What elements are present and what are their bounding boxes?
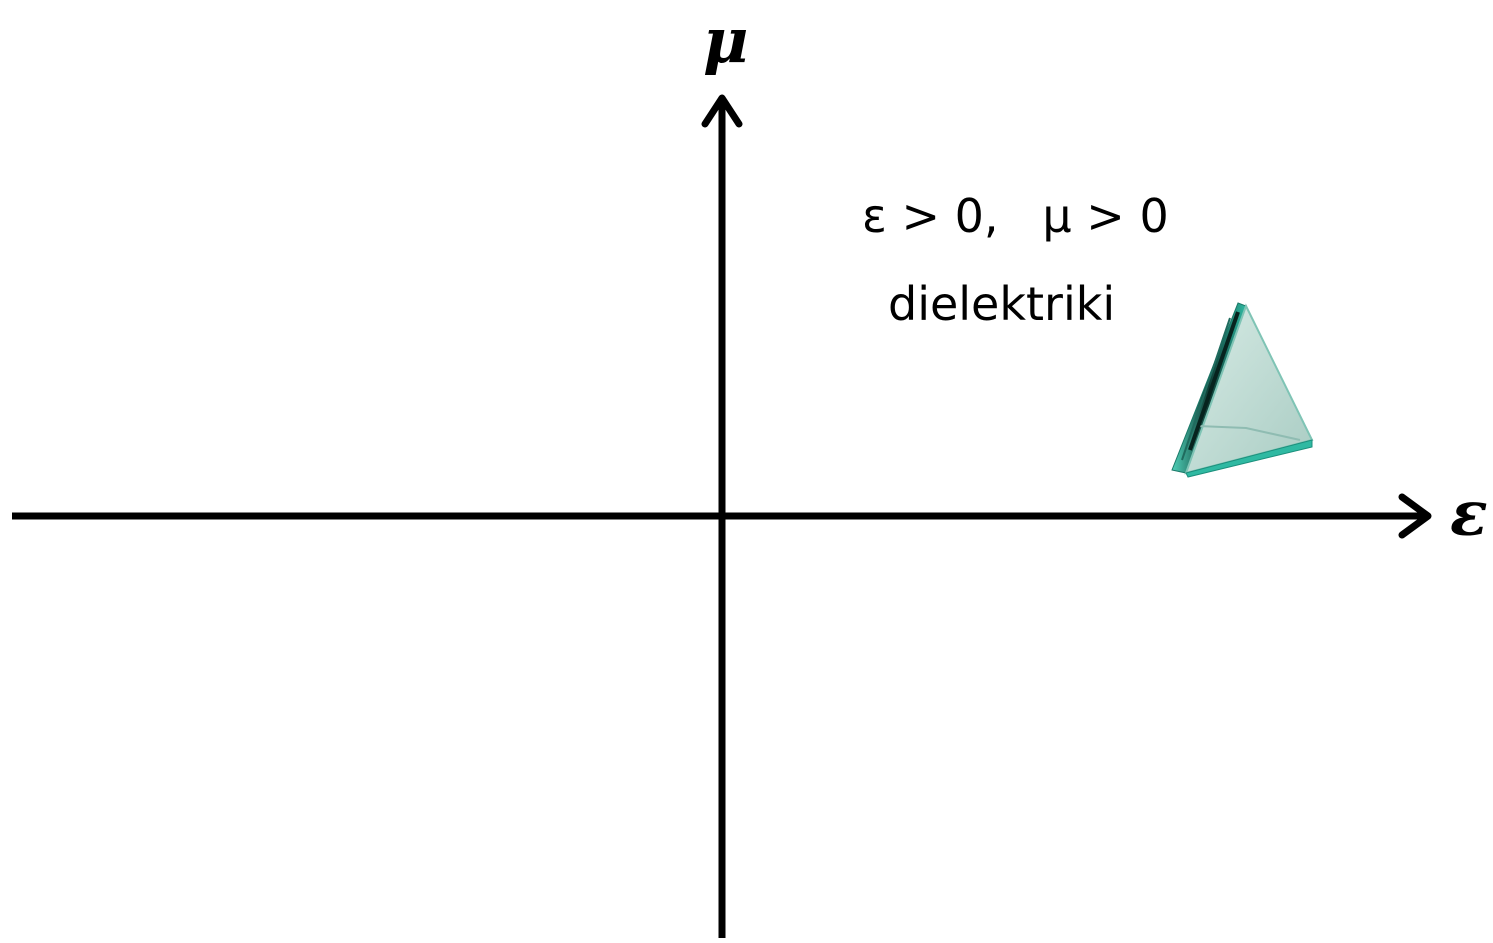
quadrant-1-condition: ε > 0, μ > 0 <box>862 189 1169 243</box>
mu-axis-label: μ <box>703 4 748 77</box>
quadrant-1-name: dielektriki <box>888 277 1115 331</box>
glass-prism-icon <box>1172 303 1312 477</box>
epsilon-axis-label: ε <box>1450 477 1488 550</box>
